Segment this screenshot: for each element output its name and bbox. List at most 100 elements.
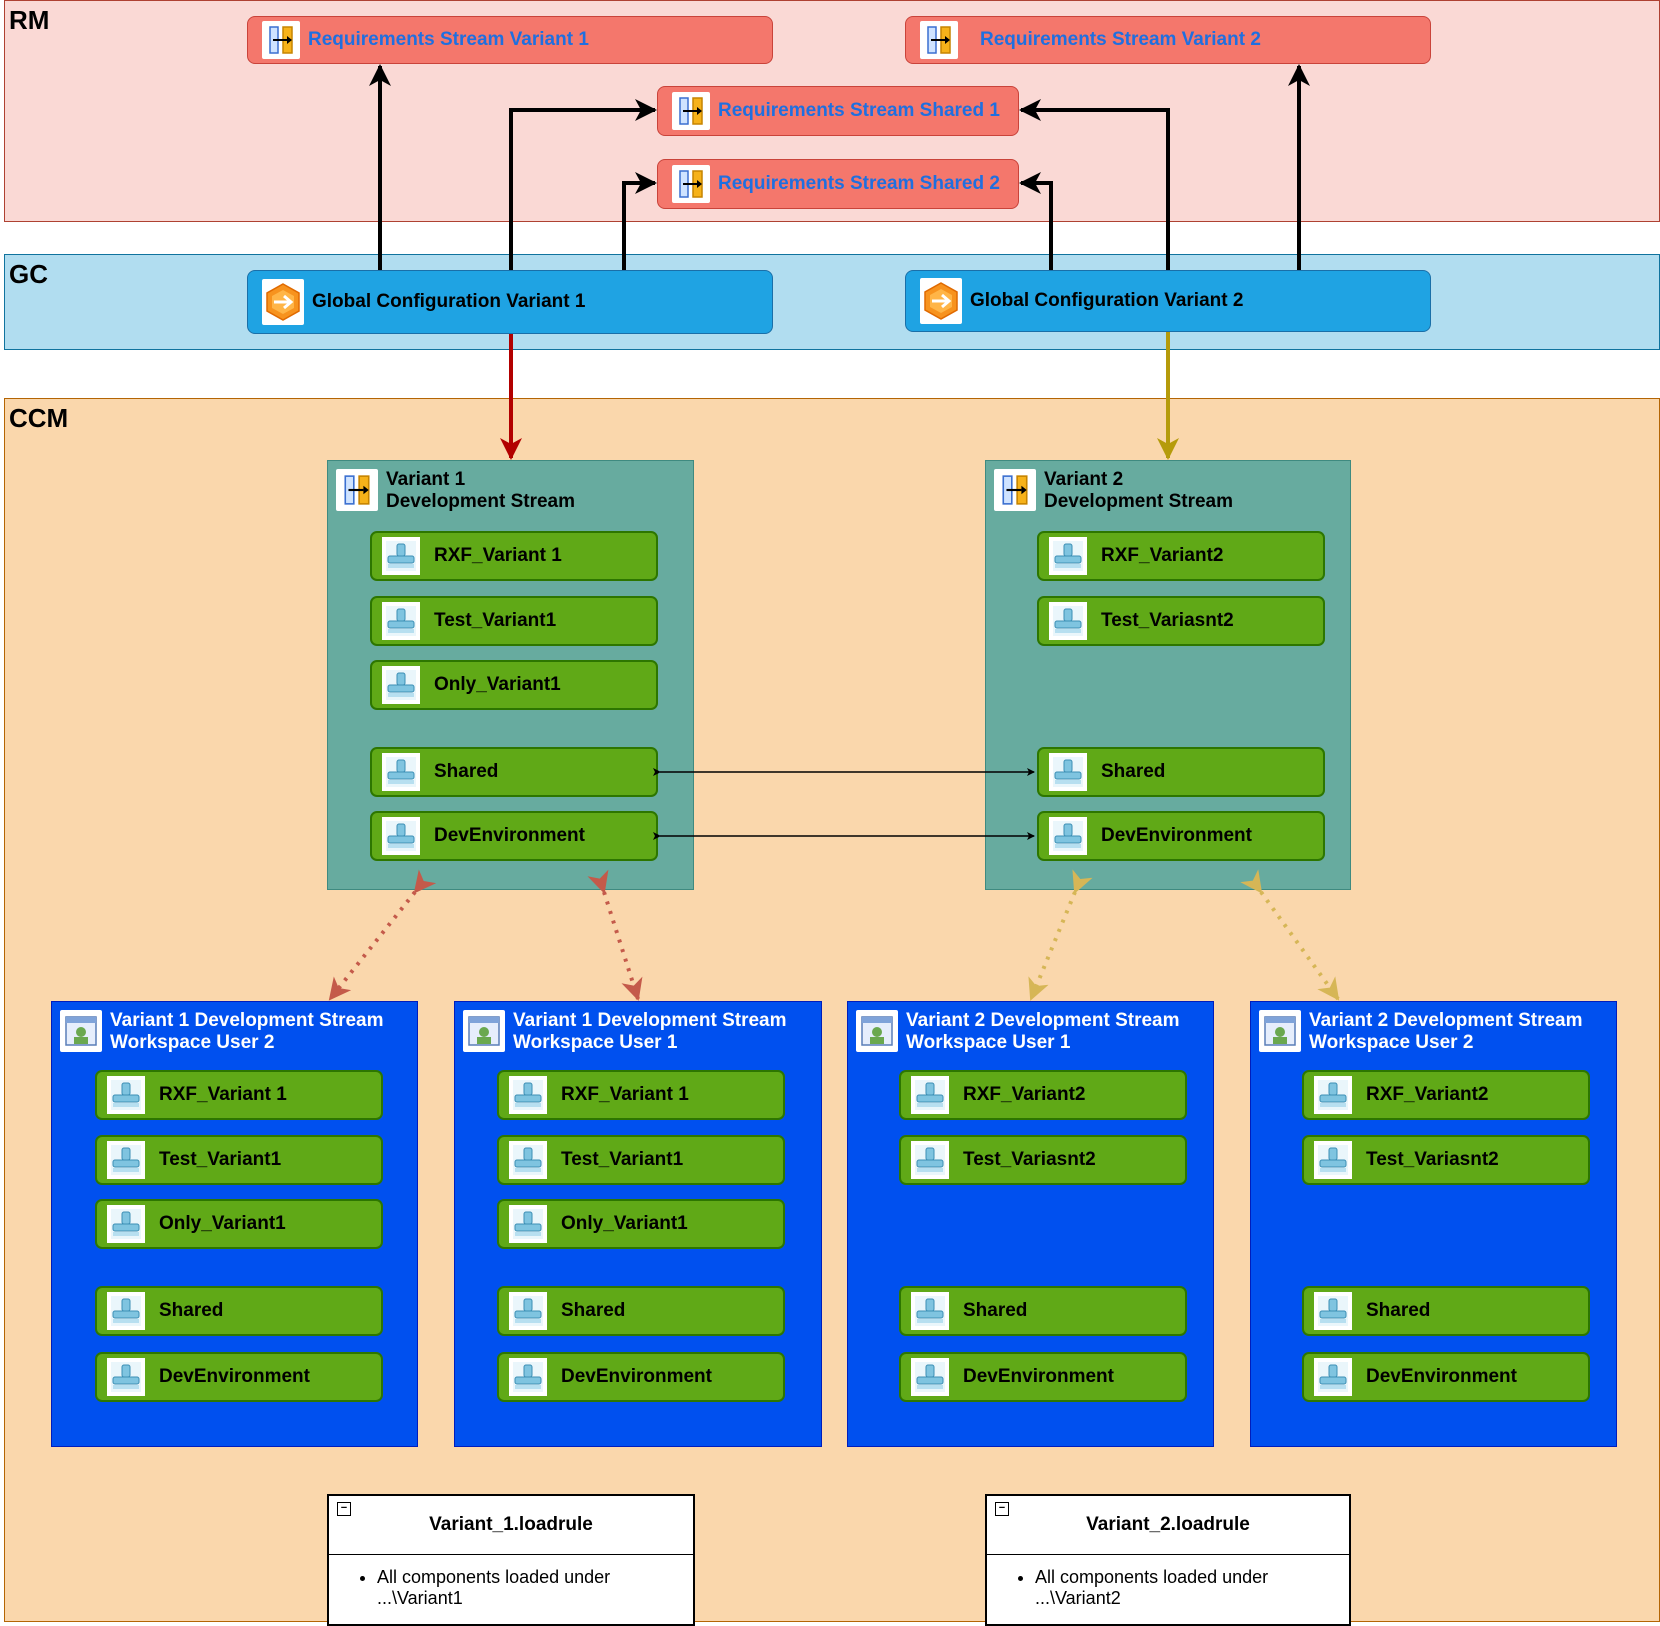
component[interactable]: Test_Variant1 [95,1135,383,1185]
component-label: Test_Variasnt2 [1366,1149,1499,1170]
component-icon [509,1358,547,1396]
component[interactable]: Shared [1037,747,1325,797]
component-icon [509,1076,547,1114]
workspace-title: Variant 2 Development Stream [906,1010,1180,1031]
component[interactable]: RXF_Variant2 [1302,1070,1590,1120]
workspace-title: Variant 2 Development Stream [1309,1010,1583,1031]
stream-subtitle: Development Stream [1044,491,1234,512]
component[interactable]: Only_Variant1 [370,660,658,710]
dotted-stream2-ws3 [1028,869,1093,1001]
component-label: RXF_Variant2 [1366,1084,1489,1105]
component-label: Shared [963,1300,1028,1321]
component[interactable]: DevEnvironment [497,1352,785,1402]
rm-stream-shared1[interactable]: Requirements Stream Shared 1 [657,86,1019,136]
stream-icon [920,21,958,59]
component-icon [1314,1358,1352,1396]
component-label: RXF_Variant 1 [159,1084,287,1105]
workspace-icon [856,1010,898,1052]
loadrule-title: Variant_1.loadrule [429,1514,593,1535]
component[interactable]: Test_Variasnt2 [1302,1135,1590,1185]
dotted-stream2-ws4 [1240,869,1340,1001]
component-icon [911,1358,949,1396]
workspace-icon [463,1010,505,1052]
component[interactable]: Shared [95,1286,383,1336]
component[interactable]: Test_Variasnt2 [899,1135,1187,1185]
component[interactable]: RXF_Variant 1 [497,1070,785,1120]
component-icon [382,537,420,575]
loadrule-item: All components loaded under...\Variant1 [377,1567,693,1609]
gc-variant2[interactable]: Global Configuration Variant 2 [905,270,1431,332]
component-label: DevEnvironment [1101,825,1252,846]
component-label: Only_Variant1 [159,1213,286,1234]
component[interactable]: RXF_Variant 1 [95,1070,383,1120]
loadrule-variant1[interactable]: − Variant_1.loadrule All components load… [327,1494,695,1626]
component-label: RXF_Variant 1 [434,545,562,566]
component-icon [1049,602,1087,640]
component[interactable]: Only_Variant1 [497,1199,785,1249]
component[interactable]: Test_Variant1 [497,1135,785,1185]
component-label: Shared [1366,1300,1431,1321]
stream-icon [262,21,300,59]
workspace-icon [1259,1010,1301,1052]
component-icon [1314,1141,1352,1179]
component[interactable]: Test_Variant1 [370,596,658,646]
component[interactable]: Only_Variant1 [95,1199,383,1249]
component[interactable]: Shared [370,747,658,797]
loadrule-title: Variant_2.loadrule [1086,1514,1250,1535]
component-icon [382,817,420,855]
workspace-icon [60,1010,102,1052]
component-label: Shared [561,1300,626,1321]
loadrule-item: All components loaded under...\Variant2 [1035,1567,1349,1609]
stream-icon [672,92,710,130]
stream-title: Variant 2 [1044,469,1124,490]
component[interactable]: DevEnvironment [1302,1352,1590,1402]
loadrule-line1: All components loaded under [1035,1567,1269,1587]
component[interactable]: DevEnvironment [899,1352,1187,1402]
rm-band-label: RM [9,5,50,35]
rm-stream-variant1-label: Requirements Stream Variant 1 [308,29,589,50]
gc-variant1[interactable]: Global Configuration Variant 1 [247,270,773,334]
rm-stream-shared2-label: Requirements Stream Shared 2 [718,173,1000,194]
workspace-subtitle: Workspace User 2 [1309,1032,1474,1053]
component-label: Shared [159,1300,224,1321]
gc-variant2-label: Global Configuration Variant 2 [970,290,1244,311]
component[interactable]: DevEnvironment [370,811,658,861]
component[interactable]: Shared [899,1286,1187,1336]
arrow-gc1-rm-shared1 [509,99,657,270]
component-label: RXF_Variant2 [1101,545,1224,566]
component-icon [1314,1292,1352,1330]
component-label: Test_Variasnt2 [963,1149,1096,1170]
collapse-icon[interactable]: − [337,1502,351,1516]
component-label: DevEnvironment [1366,1366,1517,1387]
rm-stream-variant1[interactable]: Requirements Stream Variant 1 [247,16,773,64]
component-icon [911,1076,949,1114]
stream-icon [672,165,710,203]
rm-stream-shared1-label: Requirements Stream Shared 1 [718,100,1000,121]
component-label: DevEnvironment [561,1366,712,1387]
rm-stream-variant2[interactable]: Requirements Stream Variant 2 [905,16,1431,64]
component-icon [509,1141,547,1179]
component[interactable]: DevEnvironment [1037,811,1325,861]
component[interactable]: RXF_Variant 1 [370,531,658,581]
collapse-icon[interactable]: − [995,1502,1009,1516]
ccm-band-label: CCM [9,403,69,433]
component[interactable]: Shared [497,1286,785,1336]
rm-stream-shared2[interactable]: Requirements Stream Shared 2 [657,159,1019,209]
component-label: Only_Variant1 [561,1213,688,1234]
component-icon [1049,753,1087,791]
component[interactable]: Test_Variasnt2 [1037,596,1325,646]
loadrule-variant2[interactable]: − Variant_2.loadrule All components load… [985,1494,1351,1626]
component[interactable]: RXF_Variant2 [899,1070,1187,1120]
component-label: DevEnvironment [963,1366,1114,1387]
workspace-title: Variant 1 Development Stream [110,1010,384,1031]
component[interactable]: DevEnvironment [95,1352,383,1402]
component[interactable]: Shared [1302,1286,1590,1336]
component[interactable]: RXF_Variant2 [1037,531,1325,581]
loadrule-line2: ...\Variant2 [1035,1588,1121,1608]
